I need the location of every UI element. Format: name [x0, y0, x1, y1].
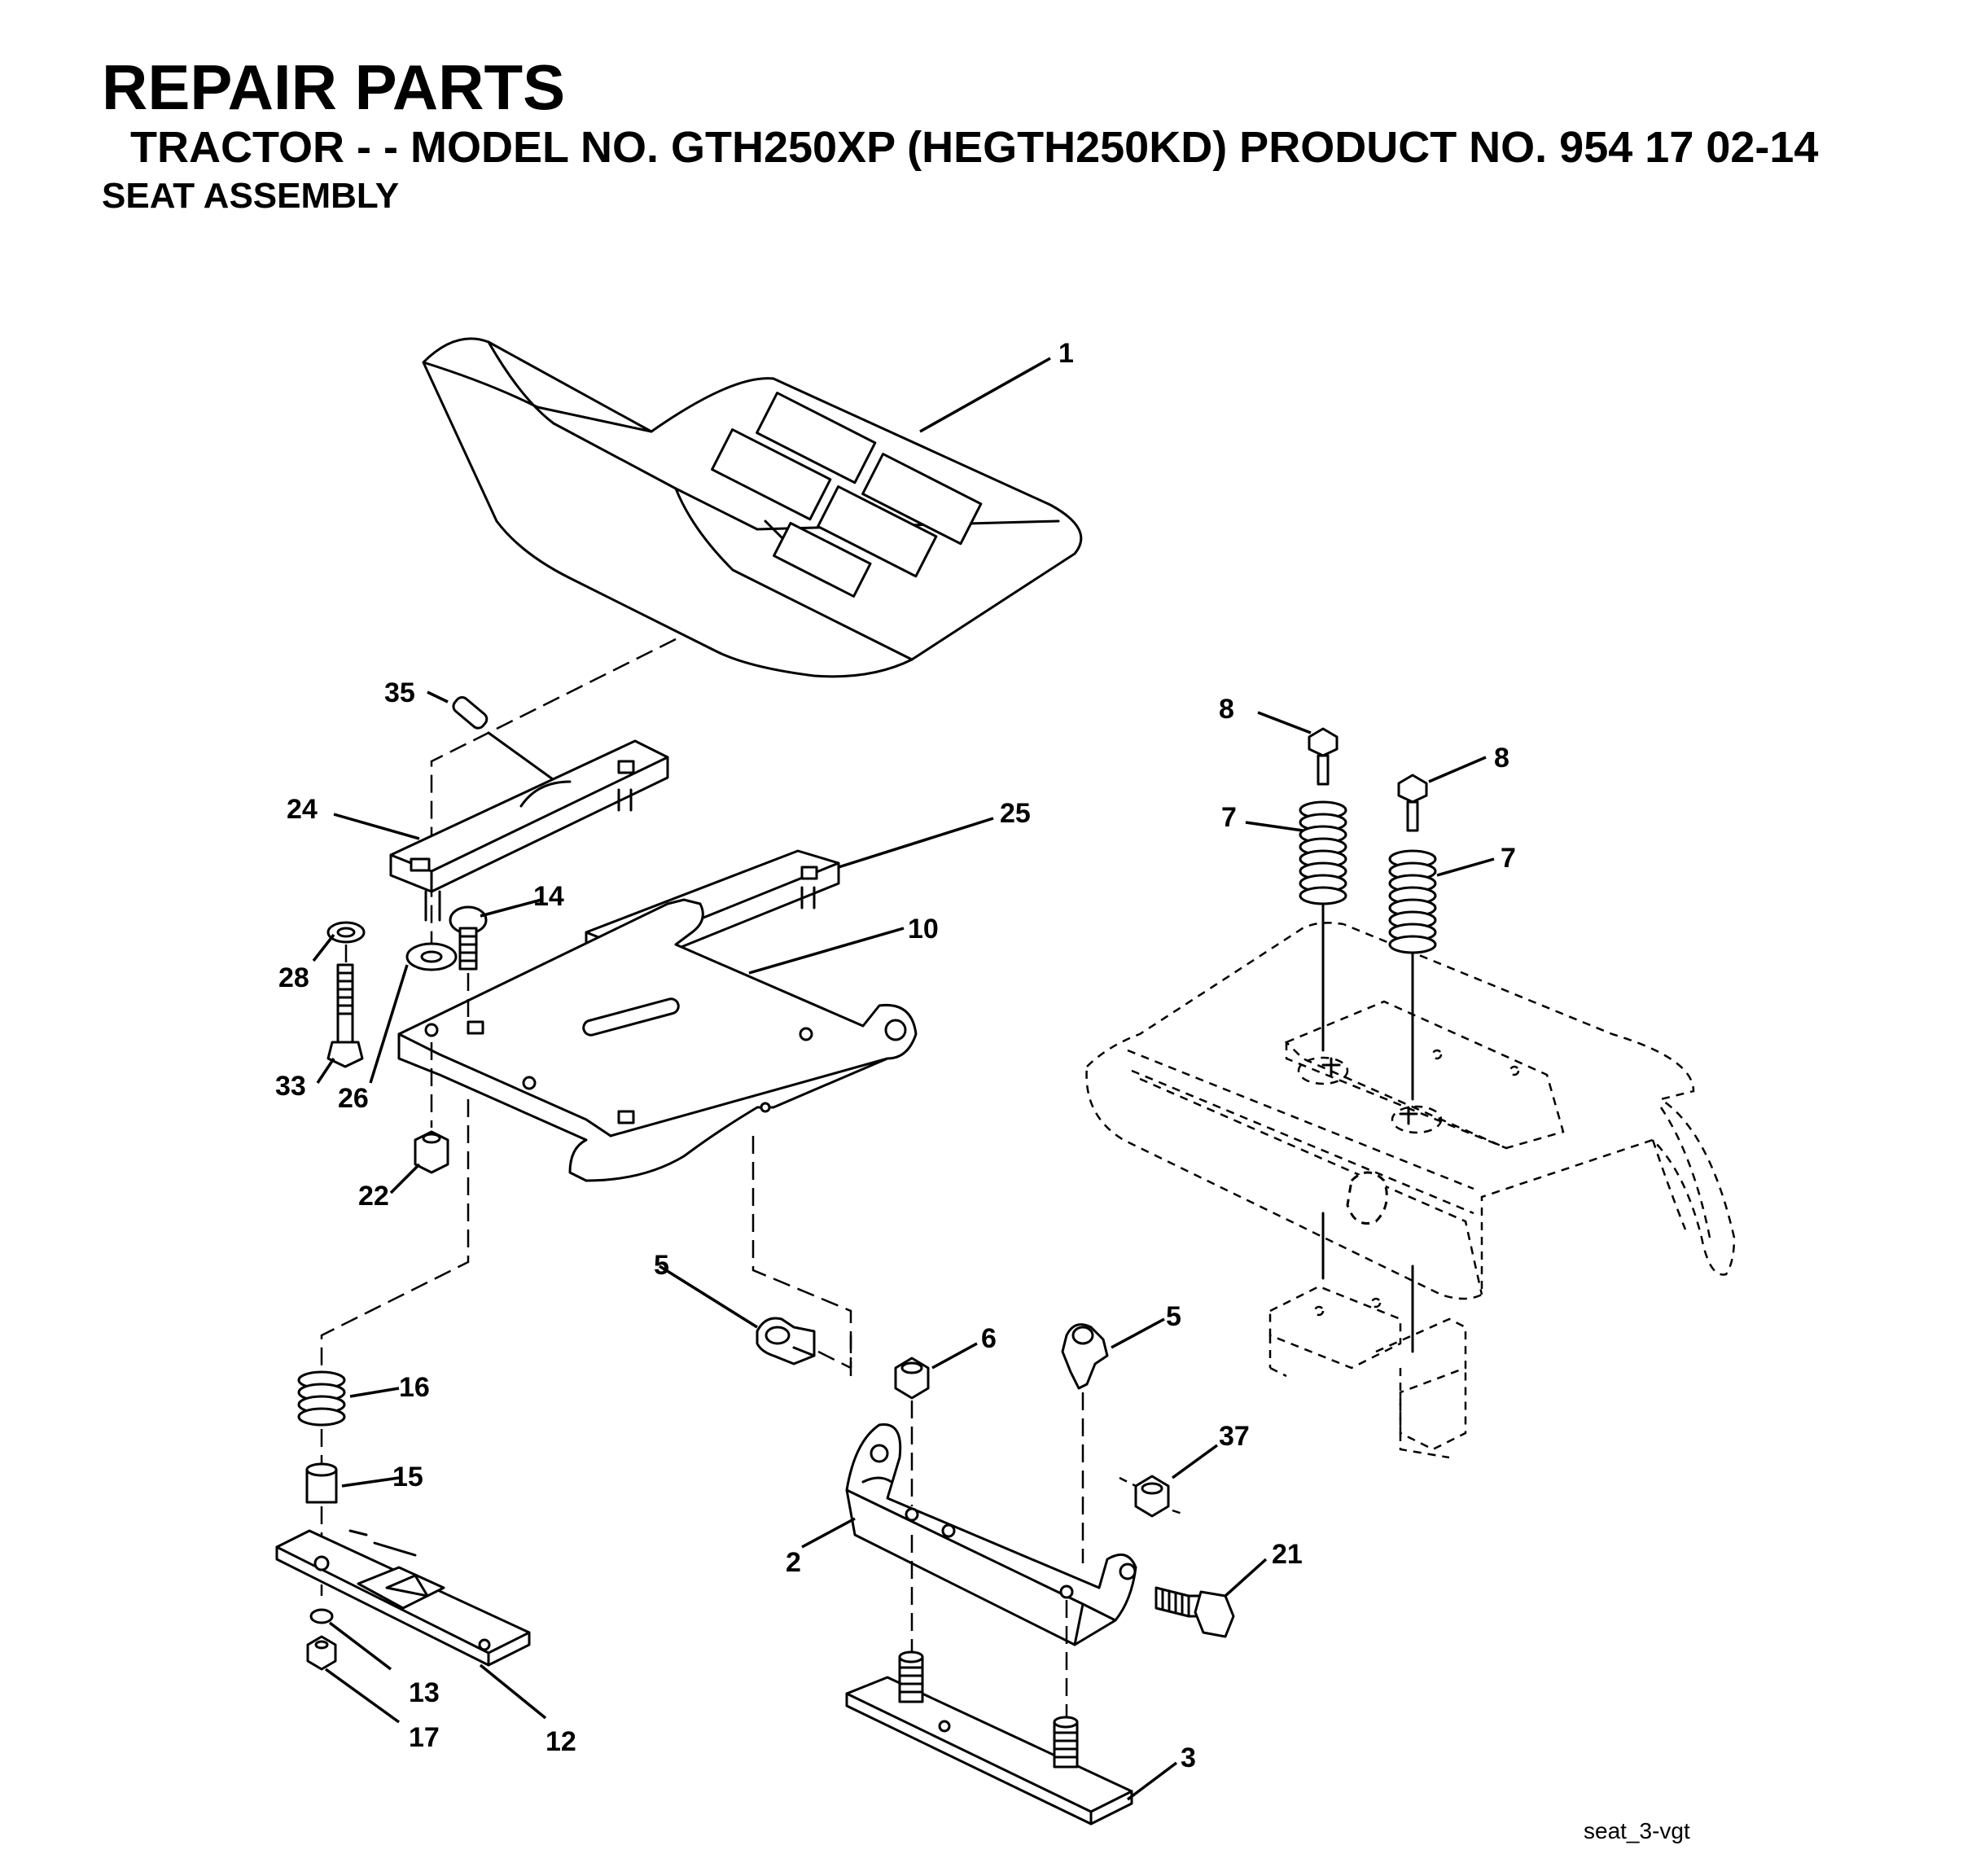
callout-22: 22 [358, 1181, 389, 1212]
section-title: SEAT ASSEMBLY [102, 176, 400, 216]
figure-code: seat_3-vgt [1584, 1818, 1690, 1843]
callout-1: 1 [1058, 338, 1074, 369]
bolt-part [326, 963, 364, 1068]
assembly-line [817, 1335, 852, 1376]
callout-7-right: 7 [1501, 843, 1516, 874]
callout-35: 35 [384, 677, 415, 708]
callout-5-left: 5 [654, 1250, 669, 1281]
spring-7-right-part [1388, 849, 1437, 954]
assembly-line [430, 638, 677, 961]
nut-6-part [894, 1357, 930, 1400]
spring-7-left-part [1299, 800, 1347, 905]
callout-8-left: 8 [1219, 694, 1234, 725]
callout-25: 25 [1000, 798, 1031, 829]
leader-lines [312, 357, 1495, 1801]
hex-nut-17-part [306, 1635, 337, 1671]
screw-8-left-part [1308, 727, 1339, 786]
callout-37: 37 [1219, 1421, 1250, 1452]
seat-rail-left-part [389, 739, 669, 922]
seat-pan-part [397, 898, 918, 1182]
assembly-line [320, 1099, 470, 1384]
lock-washer-part [326, 921, 366, 944]
callout-8-right: 8 [1494, 743, 1509, 774]
shoulder-bolt-part [1154, 1586, 1235, 1638]
callout-2: 2 [786, 1547, 801, 1578]
fender-outline [1085, 922, 1736, 1459]
model-subtitle: TRACTOR - - MODEL NO. GTH250XP (HEGTH250… [130, 123, 1819, 172]
callout-15: 15 [392, 1462, 423, 1492]
callout-17: 17 [409, 1722, 440, 1753]
clip-right-part [1061, 1323, 1109, 1390]
seat-part [422, 337, 1083, 678]
assembly-line [1119, 1476, 1185, 1516]
lock-washer-13-part [309, 1608, 334, 1624]
washer-part [405, 942, 458, 971]
callout-3: 3 [1181, 1742, 1196, 1773]
carriage-bolt-part [449, 905, 488, 971]
callout-6: 6 [981, 1323, 997, 1354]
bracket-plate-part [275, 1529, 531, 1667]
callout-33: 33 [275, 1071, 306, 1102]
callout-7-left: 7 [1221, 802, 1237, 833]
screw-8-right-part [1397, 774, 1428, 832]
base-plate-part [845, 1650, 1133, 1826]
clip-left-part [756, 1317, 816, 1365]
spacer-part [305, 1462, 338, 1504]
callout-10: 10 [908, 914, 939, 945]
mounting-bracket-part [845, 1423, 1137, 1646]
callout-5-right: 5 [1166, 1301, 1181, 1332]
callout-24: 24 [287, 794, 318, 825]
callout-13: 13 [409, 1677, 440, 1708]
nut-37-part [1134, 1475, 1170, 1518]
callout-21: 21 [1272, 1539, 1303, 1570]
page-title: REPAIR PARTS [102, 51, 566, 123]
callout-28: 28 [278, 962, 309, 993]
callout-14: 14 [533, 881, 564, 912]
spring-16-part [297, 1370, 346, 1427]
callout-12: 12 [545, 1726, 576, 1757]
callout-16: 16 [399, 1372, 430, 1403]
callout-26: 26 [338, 1083, 369, 1114]
pin-part [452, 695, 563, 787]
nut-part [414, 1130, 449, 1174]
